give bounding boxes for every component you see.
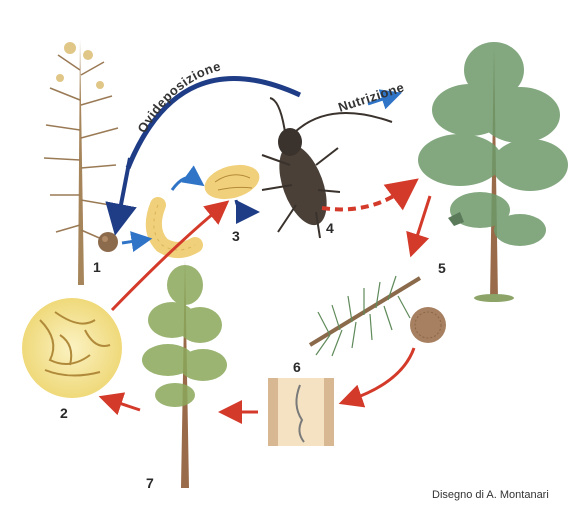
nutrition-label: Nutrizione (336, 79, 406, 114)
pupa-to-adult-arrow (236, 200, 248, 212)
young-pine-tree (142, 260, 227, 488)
fungus-to-pupa-arrow (112, 208, 220, 310)
larva-icon (154, 205, 195, 250)
oviposition-arrowhead (118, 158, 130, 220)
tree-to-fungus-arrow (110, 400, 140, 410)
stage-number-1: 1 (93, 259, 101, 275)
larva-to-pupa-arrow (172, 178, 196, 190)
stage-number-5: 5 (438, 260, 446, 276)
tree-infection-arrow (414, 196, 430, 246)
fungus-nematode-icon (22, 298, 122, 398)
pine-branch (310, 276, 420, 356)
illustration-credit: Disegno di A. Montanari (432, 489, 549, 501)
pupa-icon (201, 159, 263, 204)
stage-number-4: 4 (326, 220, 334, 236)
wood-section-icon (268, 378, 334, 446)
stage-number-2: 2 (60, 405, 68, 421)
stage-number-3: 3 (232, 228, 240, 244)
egg-to-larva-arrow (122, 240, 142, 243)
branch-to-wood-arrow (350, 348, 414, 400)
stage-number-6: 6 (293, 359, 301, 375)
egg-icon (98, 232, 118, 252)
beetle-icon (262, 98, 392, 238)
stage-number-7: 7 (146, 475, 154, 491)
